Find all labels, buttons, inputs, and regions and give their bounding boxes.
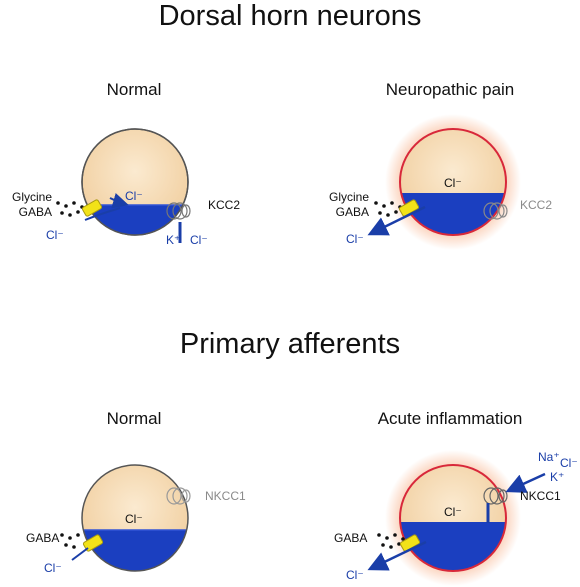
ion-influx-arrow-pa-inflam (505, 472, 546, 493)
label-gaba-dh-pain: GABA (335, 205, 369, 219)
label-glycine-dh-normal: Glycine (11, 190, 52, 204)
label-cl-out-dh-pain: Cl⁻ (346, 232, 364, 246)
gaba-receptor-dh-normal (81, 199, 103, 217)
panel-title-dh-normal: Normal (106, 80, 162, 99)
label-cl-ion-dh-normal: Cl⁻ (190, 233, 208, 247)
label-gaba-dh-normal: GABA (18, 205, 52, 219)
label-k-ion-pa-inflam: K⁺ (550, 470, 565, 484)
label-gaba-pa-normal: GABA (26, 531, 60, 545)
gaba-dots-pa-inflam (377, 533, 405, 549)
label-cl-in-pa-normal: Cl⁻ (125, 512, 143, 526)
nkcc1-transporter-pa-normal (166, 487, 191, 505)
label-kcc2-dh-pain: KCC2 (520, 198, 553, 212)
cell-dh-normal (81, 128, 189, 236)
kcc2-transporter-dh-pain (483, 202, 508, 220)
label-cl-ion-pa-inflam: Cl⁻ (560, 456, 578, 470)
label-gaba-pa-inflam: GABA (334, 531, 368, 545)
cl-efflux-arrow-dh-pain (367, 205, 426, 236)
label-k-ion-dh-normal: K⁺ (166, 233, 181, 247)
gaba-receptor-pa-normal (82, 534, 104, 552)
label-cl-out-dh-normal: Cl⁻ (46, 228, 64, 242)
cl-arrow-pa-normal (71, 547, 89, 561)
gaba-dots-pa-normal (60, 533, 80, 549)
panel-title-dh-pain: Neuropathic pain (385, 80, 515, 99)
cl-influx-arrow-dh-normal (109, 193, 129, 209)
panel-title-pa-normal: Normal (106, 409, 162, 428)
panel-title-pa-inflam: Acute inflammation (377, 409, 523, 428)
kcc2-transporter-dh-normal (166, 202, 191, 220)
label-cl-in-pa-inflam: Cl⁻ (444, 505, 462, 519)
label-cl-out-pa-inflam: Cl⁻ (346, 568, 364, 582)
label-na-ion-pa-inflam: Na⁺ (538, 450, 560, 464)
label-cl-in-dh-normal: Cl⁻ (125, 189, 143, 203)
label-kcc2-dh-normal: KCC2 (208, 198, 241, 212)
section-title-primary-afferents: Primary afferents (179, 328, 401, 360)
section-title-dorsal-horn: Dorsal horn neurons (158, 0, 422, 32)
label-cl-in-dh-pain: Cl⁻ (444, 176, 462, 190)
label-glycine-dh-pain: Glycine (328, 190, 369, 204)
label-nkcc1-pa-normal: NKCC1 (205, 489, 246, 503)
cl-arrow-dh-normal (84, 207, 121, 221)
label-nkcc1-pa-inflam: NKCC1 (520, 489, 561, 503)
nkcc1-transporter-pa-inflam (483, 487, 508, 505)
label-cl-out-pa-normal: Cl⁻ (44, 561, 62, 575)
gaba-dots-dh-normal (56, 201, 84, 217)
cl-efflux-arrow-pa-inflam (367, 540, 427, 571)
